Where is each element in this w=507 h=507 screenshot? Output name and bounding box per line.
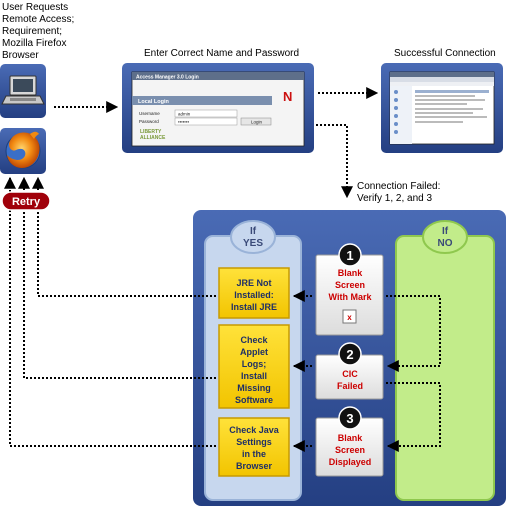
arrow-login-to-failed	[316, 124, 353, 199]
svg-text:3: 3	[346, 411, 353, 426]
no-header: If NO	[422, 220, 468, 254]
svg-text:Install: Install	[241, 371, 267, 381]
svg-text:With Mark: With Mark	[329, 292, 373, 302]
svg-text:1: 1	[346, 248, 353, 263]
svg-text:Blank: Blank	[338, 433, 364, 443]
svg-text:Applet: Applet	[240, 347, 268, 357]
svg-text:Logs;: Logs;	[242, 359, 267, 369]
retry-badge: Retry	[1, 191, 51, 211]
firefox-icon	[5, 131, 41, 169]
laptop-icon	[1, 75, 45, 105]
local-login-label: Local Login	[138, 99, 170, 105]
arrow-check1-no-to-check2	[386, 295, 441, 372]
username-field[interactable]	[174, 109, 238, 118]
svg-text:Failed: Failed	[337, 381, 363, 391]
action-check-applet-logs: Check Applet Logs; Install Missing Softw…	[218, 324, 290, 409]
svg-text:Retry: Retry	[12, 196, 41, 208]
svg-text:in the: in the	[242, 449, 266, 459]
svg-text:Displayed: Displayed	[329, 457, 372, 467]
password-value: •••••••	[178, 120, 189, 125]
action-check-java-settings: Check Java Settings in the Browser	[218, 417, 290, 477]
svg-text:x: x	[347, 313, 352, 322]
svg-text:2: 2	[346, 347, 353, 362]
svg-text:JRE Not: JRE Not	[236, 278, 271, 288]
badge-3: 3	[338, 406, 362, 430]
arrow-java-to-browser	[3, 176, 216, 447]
success-window-tile	[381, 63, 503, 153]
svg-text:NO: NO	[438, 238, 453, 249]
login-window-title: Access Manager 3.0 Login	[136, 75, 199, 81]
svg-text:If: If	[250, 226, 257, 237]
user-request-caption: User Requests Remote Access; Requirement…	[2, 2, 75, 61]
svg-text:LIBERTY: LIBERTY	[140, 129, 162, 135]
svg-text:ALLIANCE: ALLIANCE	[140, 135, 166, 141]
broken-image-icon: x	[342, 309, 357, 324]
brand-logo: N	[283, 89, 292, 104]
no-column	[395, 235, 495, 501]
svg-text:Check Java: Check Java	[229, 425, 280, 435]
badge-1: 1	[338, 243, 362, 267]
password-field[interactable]	[174, 117, 238, 126]
svg-text:Screen: Screen	[335, 280, 365, 290]
enter-name-caption: Enter Correct Name and Password	[144, 48, 300, 59]
connection-failed-caption: Connection Failed: Verify 1, 2, and 3	[357, 181, 441, 204]
local-login-bar	[132, 96, 272, 105]
check-2-cic-failed: CIC Failed	[315, 354, 384, 400]
liberty-alliance-logo: LIBERTY ALLIANCE	[140, 129, 166, 141]
svg-text:Install JRE: Install JRE	[231, 302, 277, 312]
check-1-blank-screen-with-mark: Blank Screen With Mark x	[315, 254, 384, 336]
login-button-label: Login	[251, 119, 263, 124]
badge-2: 2	[338, 342, 362, 366]
arrow-jre-to-browser	[32, 176, 216, 297]
login-window-tile: Access Manager 3.0 Login N Local Login U…	[122, 63, 314, 153]
yes-header: If YES	[230, 220, 276, 254]
action-install-jre: JRE Not Installed: Install JRE	[218, 267, 290, 319]
login-titlebar	[132, 72, 304, 80]
arrow-check2-no-to-check3	[386, 382, 441, 452]
arrow-applet-to-browser	[18, 176, 216, 379]
username-value: admin	[178, 111, 191, 116]
svg-text:Settings: Settings	[236, 437, 272, 447]
password-label: Password	[139, 119, 159, 124]
svg-text:Blank: Blank	[338, 268, 364, 278]
svg-text:Check: Check	[240, 335, 268, 345]
svg-text:Missing: Missing	[237, 383, 271, 393]
laptop-tile	[0, 64, 46, 118]
username-label: Username	[139, 111, 160, 116]
svg-text:If: If	[442, 226, 449, 237]
login-button[interactable]	[240, 117, 272, 126]
svg-text:CIC: CIC	[342, 369, 358, 379]
svg-text:Browser: Browser	[236, 461, 273, 471]
firefox-tile	[0, 128, 46, 174]
svg-text:YES: YES	[243, 238, 263, 249]
svg-text:Installed:: Installed:	[234, 290, 274, 300]
svg-text:Screen: Screen	[335, 445, 365, 455]
successful-connection-caption: Successful Connection	[394, 48, 496, 59]
svg-text:Software: Software	[235, 395, 273, 405]
